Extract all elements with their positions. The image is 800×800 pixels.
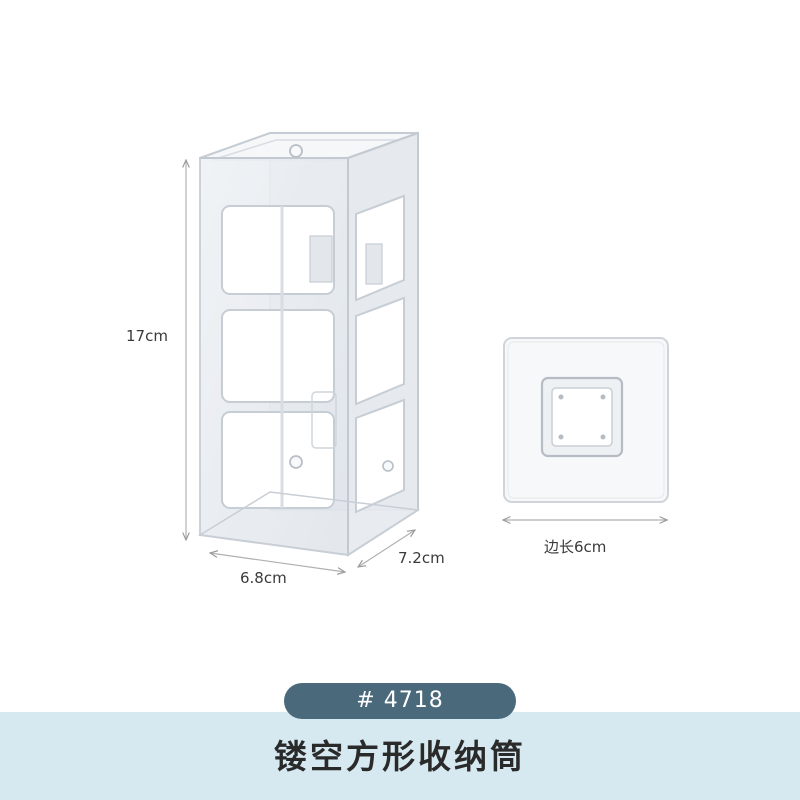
storage-holder-image <box>197 131 421 557</box>
product-title: 镂空方形收纳筒 <box>274 737 526 776</box>
adhesive-side-label: 边长6cm <box>544 538 607 556</box>
product-code-badge: # 4718 <box>284 683 516 719</box>
depth-dimension-line <box>358 530 415 567</box>
depth-label: 7.2cm <box>398 549 445 567</box>
height-label: 17cm <box>126 327 168 345</box>
footer-band <box>0 712 800 800</box>
width-dimension-line <box>210 553 345 572</box>
width-label: 6.8cm <box>240 569 287 587</box>
adhesive-pad-image <box>503 337 669 503</box>
